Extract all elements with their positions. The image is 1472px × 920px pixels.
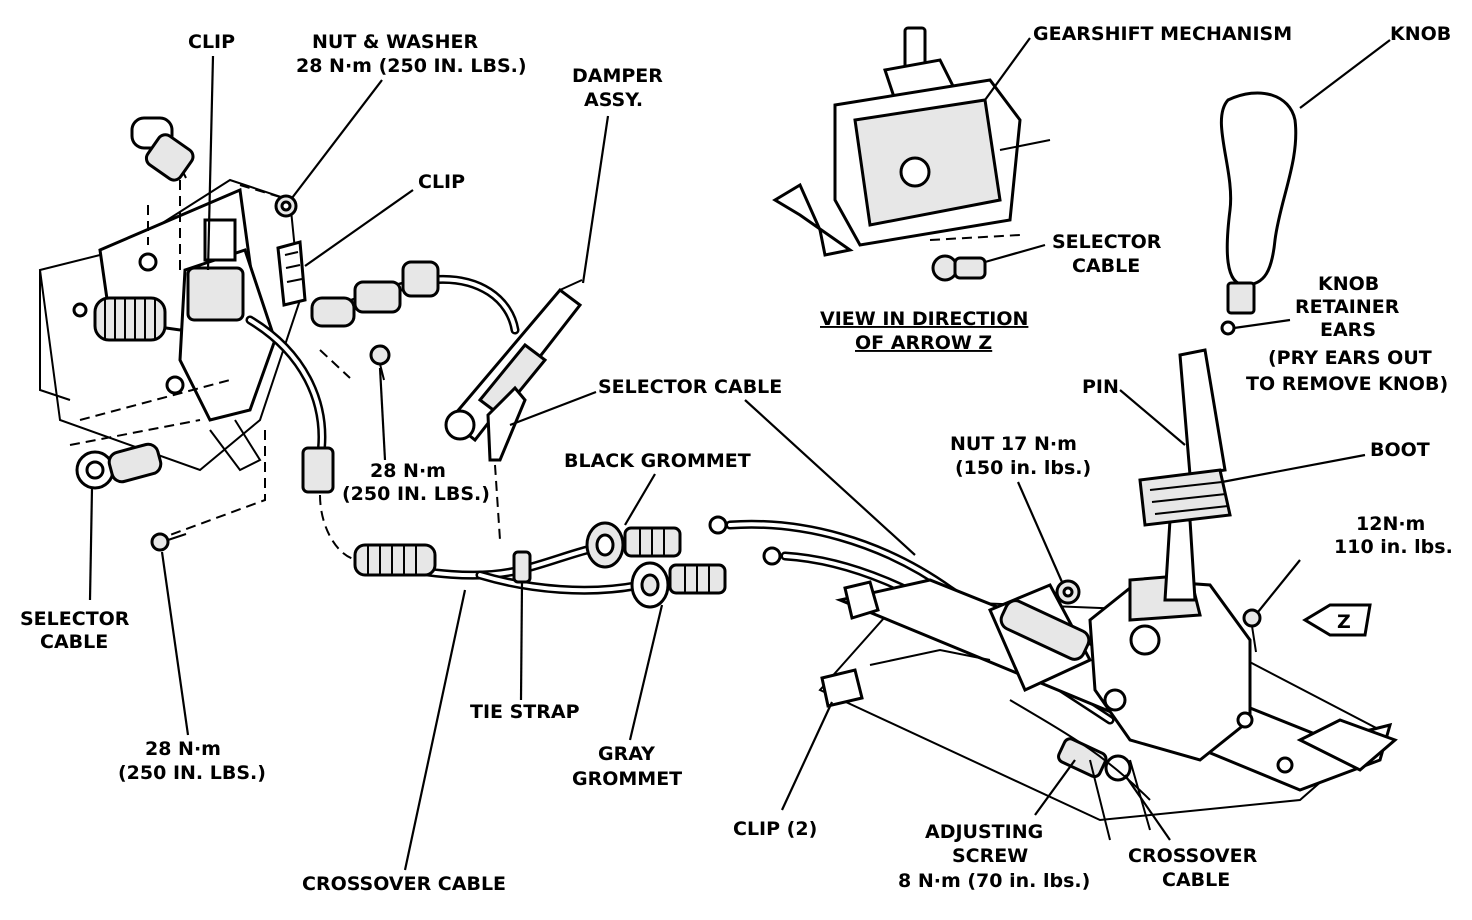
spring-coil-left <box>93 296 167 342</box>
shift-knob <box>1219 91 1298 336</box>
label-gray-grommet-2: GROMMET <box>572 768 682 790</box>
shift-lever <box>1163 348 1227 602</box>
label-torque-28-bottom: 28 N·m <box>145 738 221 760</box>
clip-upper-part <box>276 240 307 307</box>
label-view-arrow-z: OF ARROW Z <box>855 332 992 354</box>
label-torque-28-mid: 28 N·m <box>370 460 446 482</box>
label-selector-cable-inset: SELECTOR <box>1052 231 1162 253</box>
clip2-parts <box>820 580 991 708</box>
label-gray-grommet: GRAY <box>598 743 655 765</box>
shift-boot <box>1138 468 1232 527</box>
label-nut-washer-torque: 28 N·m (250 IN. LBS.) <box>296 55 527 77</box>
bolt-lower-left <box>150 532 187 552</box>
arrow-z-label: Z <box>1337 611 1351 633</box>
label-adjusting-screw-torque: 8 N·m (70 in. lbs.) <box>898 870 1090 892</box>
labels: CLIP NUT & WASHER 28 N·m (250 IN. LBS.) … <box>20 23 1453 895</box>
leader-lines <box>88 37 1391 871</box>
label-clip-top: CLIP <box>188 31 235 53</box>
label-knob-retainer-2: RETAINER <box>1295 296 1400 318</box>
label-boot: BOOT <box>1370 439 1430 461</box>
label-crossover-cable-right-2: CABLE <box>1162 869 1230 891</box>
label-adjusting-screw: ADJUSTING <box>925 821 1043 843</box>
label-crossover-cable-bottom: CROSSOVER CABLE <box>302 873 506 895</box>
label-damper: DAMPER <box>572 65 663 87</box>
label-nut-washer: NUT & WASHER <box>312 31 478 53</box>
bolt-12 <box>1242 608 1262 653</box>
gray-grommet <box>630 546 782 609</box>
label-selector-cable-left-2: CABLE <box>40 631 108 653</box>
label-selector-cable-left: SELECTOR <box>20 608 130 630</box>
label-torque-12-2: 110 in. lbs. <box>1334 536 1453 558</box>
upper-lever-end <box>130 116 195 182</box>
label-tie-strap: TIE STRAP <box>470 701 580 723</box>
nut-upper <box>274 194 298 218</box>
nut-17 <box>1055 579 1081 605</box>
label-torque-28-bottom-2: (250 IN. LBS.) <box>118 762 266 784</box>
transaxle-shift-levers <box>38 116 302 536</box>
label-view-direction: VIEW IN DIRECTION <box>820 308 1028 330</box>
shifter-base <box>818 573 1398 841</box>
label-knob-retainer: KNOB <box>1318 273 1379 295</box>
tie-strap <box>512 550 532 584</box>
label-clip-mid: CLIP <box>418 171 465 193</box>
label-clip-2: CLIP (2) <box>733 818 817 840</box>
label-damper-assy: ASSY. <box>584 89 643 111</box>
label-pin: PIN <box>1082 376 1119 398</box>
label-knob: KNOB <box>1390 23 1451 45</box>
selector-cable-inset-end <box>931 254 987 282</box>
upper-cable-run <box>310 260 520 335</box>
label-gearshift-mechanism: GEARSHIFT MECHANISM <box>1033 23 1292 45</box>
label-nut-17: NUT 17 N·m <box>950 433 1077 455</box>
label-torque-12: 12N·m <box>1356 513 1425 535</box>
label-torque-28-mid-2: (250 IN. LBS.) <box>342 483 490 505</box>
bolt-middle <box>369 344 391 381</box>
label-selector-cable-inset-2: CABLE <box>1072 255 1140 277</box>
label-adjusting-screw-2: SCREW <box>952 845 1028 867</box>
label-selector-cable-mid: SELECTOR CABLE <box>598 376 782 398</box>
label-pry-ears: (PRY EARS OUT <box>1268 347 1432 369</box>
label-knob-retainer-3: EARS <box>1320 319 1376 341</box>
label-black-grommet: BLACK GROMMET <box>564 450 751 472</box>
damper-assembly <box>444 279 583 462</box>
arrow-z-indicator: Z <box>1302 603 1372 637</box>
label-nut-17-torque: (150 in. lbs.) <box>955 457 1091 479</box>
label-crossover-cable-right: CROSSOVER <box>1128 845 1258 867</box>
gearshift-mechanism-inset <box>772 26 1051 282</box>
label-pry-ears-2: TO REMOVE KNOB) <box>1246 373 1448 395</box>
selector-cable-end-left <box>75 442 163 490</box>
black-grommet <box>585 515 728 569</box>
